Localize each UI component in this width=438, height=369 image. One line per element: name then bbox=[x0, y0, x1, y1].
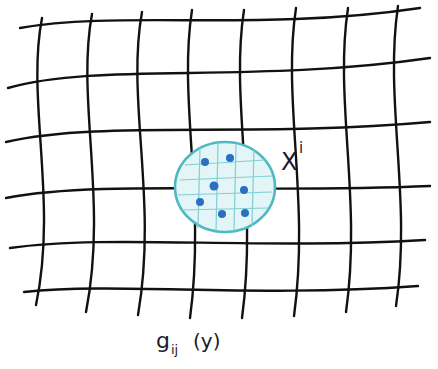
point-dot bbox=[240, 186, 248, 194]
sample-points bbox=[196, 154, 249, 218]
hatch-line bbox=[182, 208, 268, 210]
superscript-index: i bbox=[299, 141, 303, 156]
hatch-line bbox=[198, 148, 200, 228]
grid-line bbox=[24, 286, 418, 292]
coordinate-label: X bbox=[281, 150, 297, 174]
grid-line bbox=[86, 14, 94, 312]
hatch-line bbox=[252, 150, 254, 226]
grid-line bbox=[6, 122, 430, 142]
grid-line bbox=[20, 8, 420, 28]
hatch-line bbox=[234, 144, 236, 231]
point-dot bbox=[201, 158, 209, 166]
point-dot bbox=[196, 198, 204, 206]
grid-line bbox=[10, 240, 425, 248]
point-dot bbox=[218, 210, 226, 218]
hatch-line bbox=[180, 176, 272, 180]
subscript-index: ij bbox=[171, 343, 178, 356]
grid-line bbox=[344, 8, 351, 312]
point-dot bbox=[226, 154, 234, 162]
hatch-line bbox=[178, 192, 272, 195]
point-dot bbox=[210, 182, 219, 191]
hatch-line bbox=[185, 160, 265, 165]
point-dot bbox=[241, 209, 249, 217]
grid-line bbox=[36, 18, 44, 305]
grid-lines bbox=[6, 6, 430, 318]
grid-line bbox=[8, 58, 430, 88]
grid-line bbox=[394, 6, 401, 306]
metric-label: g bbox=[156, 330, 170, 352]
patch-hatch bbox=[178, 144, 272, 231]
patch-blob bbox=[175, 142, 275, 232]
grid-line bbox=[137, 12, 144, 315]
argument-label: (y) bbox=[193, 331, 220, 351]
